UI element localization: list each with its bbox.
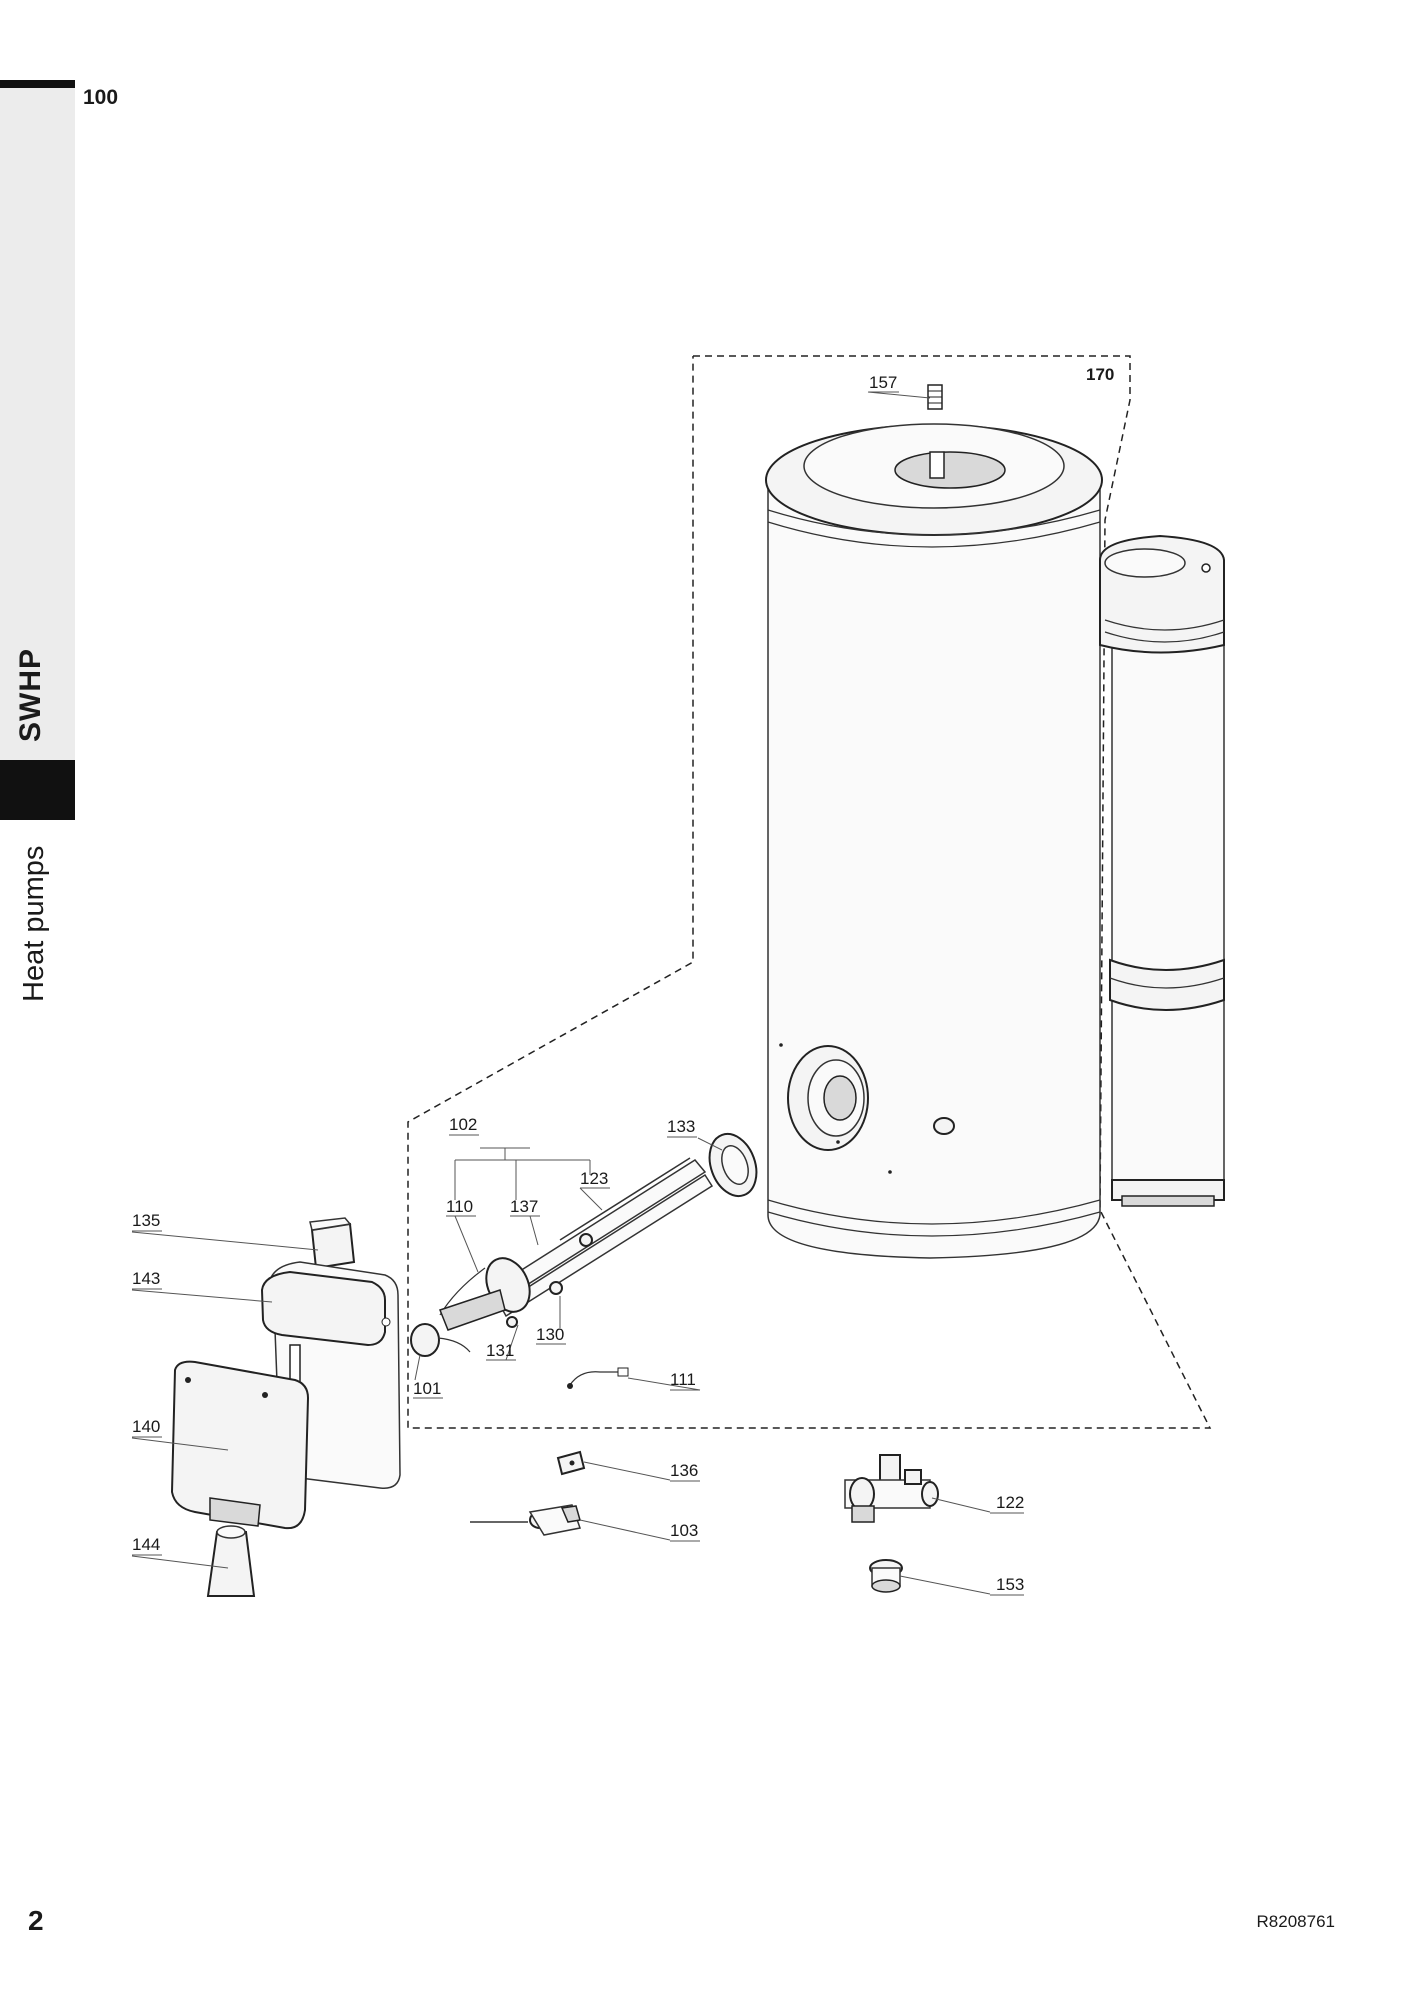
callout-123: 123 bbox=[580, 1169, 608, 1188]
part-153-fitting bbox=[869, 1559, 903, 1593]
document-reference: R8208761 bbox=[1256, 1912, 1335, 1931]
page-reference: 100 bbox=[83, 86, 119, 109]
sidebar-top-rule bbox=[0, 80, 75, 88]
callout-131: 131 bbox=[486, 1341, 514, 1360]
callout-144: 144 bbox=[132, 1535, 160, 1554]
callout-130: 130 bbox=[536, 1325, 564, 1344]
callout-136: 136 bbox=[670, 1461, 698, 1480]
part-101-thermostat bbox=[410, 1323, 471, 1357]
part-135-cap bbox=[309, 1217, 356, 1270]
part-133-flange-gasket bbox=[708, 1133, 758, 1197]
part-136-bracket bbox=[556, 1450, 586, 1476]
callout-143: 143 bbox=[132, 1269, 160, 1288]
storage-tank bbox=[765, 423, 1103, 1259]
sidebar-section-marker bbox=[0, 760, 75, 820]
callout-135: 135 bbox=[132, 1211, 160, 1230]
sidebar-background bbox=[0, 80, 75, 760]
part-111-cable bbox=[567, 1367, 629, 1389]
part-140-front-cover bbox=[170, 1360, 310, 1530]
part-102-element-assembly bbox=[439, 1157, 714, 1331]
callout-157: 157 bbox=[869, 373, 897, 392]
callout-122: 122 bbox=[996, 1493, 1024, 1512]
callout-137: 137 bbox=[510, 1197, 538, 1216]
part-157-vent bbox=[927, 384, 943, 410]
callout-110: 110 bbox=[446, 1197, 473, 1216]
part-122-safety-valve bbox=[844, 1454, 939, 1523]
assembly-170-boundary bbox=[407, 355, 1212, 1429]
page-number: 2 bbox=[28, 1905, 44, 1936]
callout-111: 111 bbox=[670, 1370, 696, 1389]
leader-lines bbox=[131, 391, 991, 1595]
callout-140: 140 bbox=[132, 1417, 160, 1436]
callout-101: 101 bbox=[413, 1379, 441, 1398]
callout-133: 133 bbox=[667, 1117, 695, 1136]
part-144-cone bbox=[206, 1525, 256, 1597]
heat-pump-module bbox=[1099, 534, 1225, 1207]
callout-labels: 170 157 133 102 123 110 137 135 143 131 … bbox=[132, 365, 1114, 1596]
callout-103: 103 bbox=[670, 1521, 698, 1540]
part-103-sensor bbox=[470, 1504, 581, 1536]
callout-170: 170 bbox=[1086, 365, 1114, 384]
callout-102: 102 bbox=[449, 1115, 477, 1134]
callout-153: 153 bbox=[996, 1575, 1024, 1594]
